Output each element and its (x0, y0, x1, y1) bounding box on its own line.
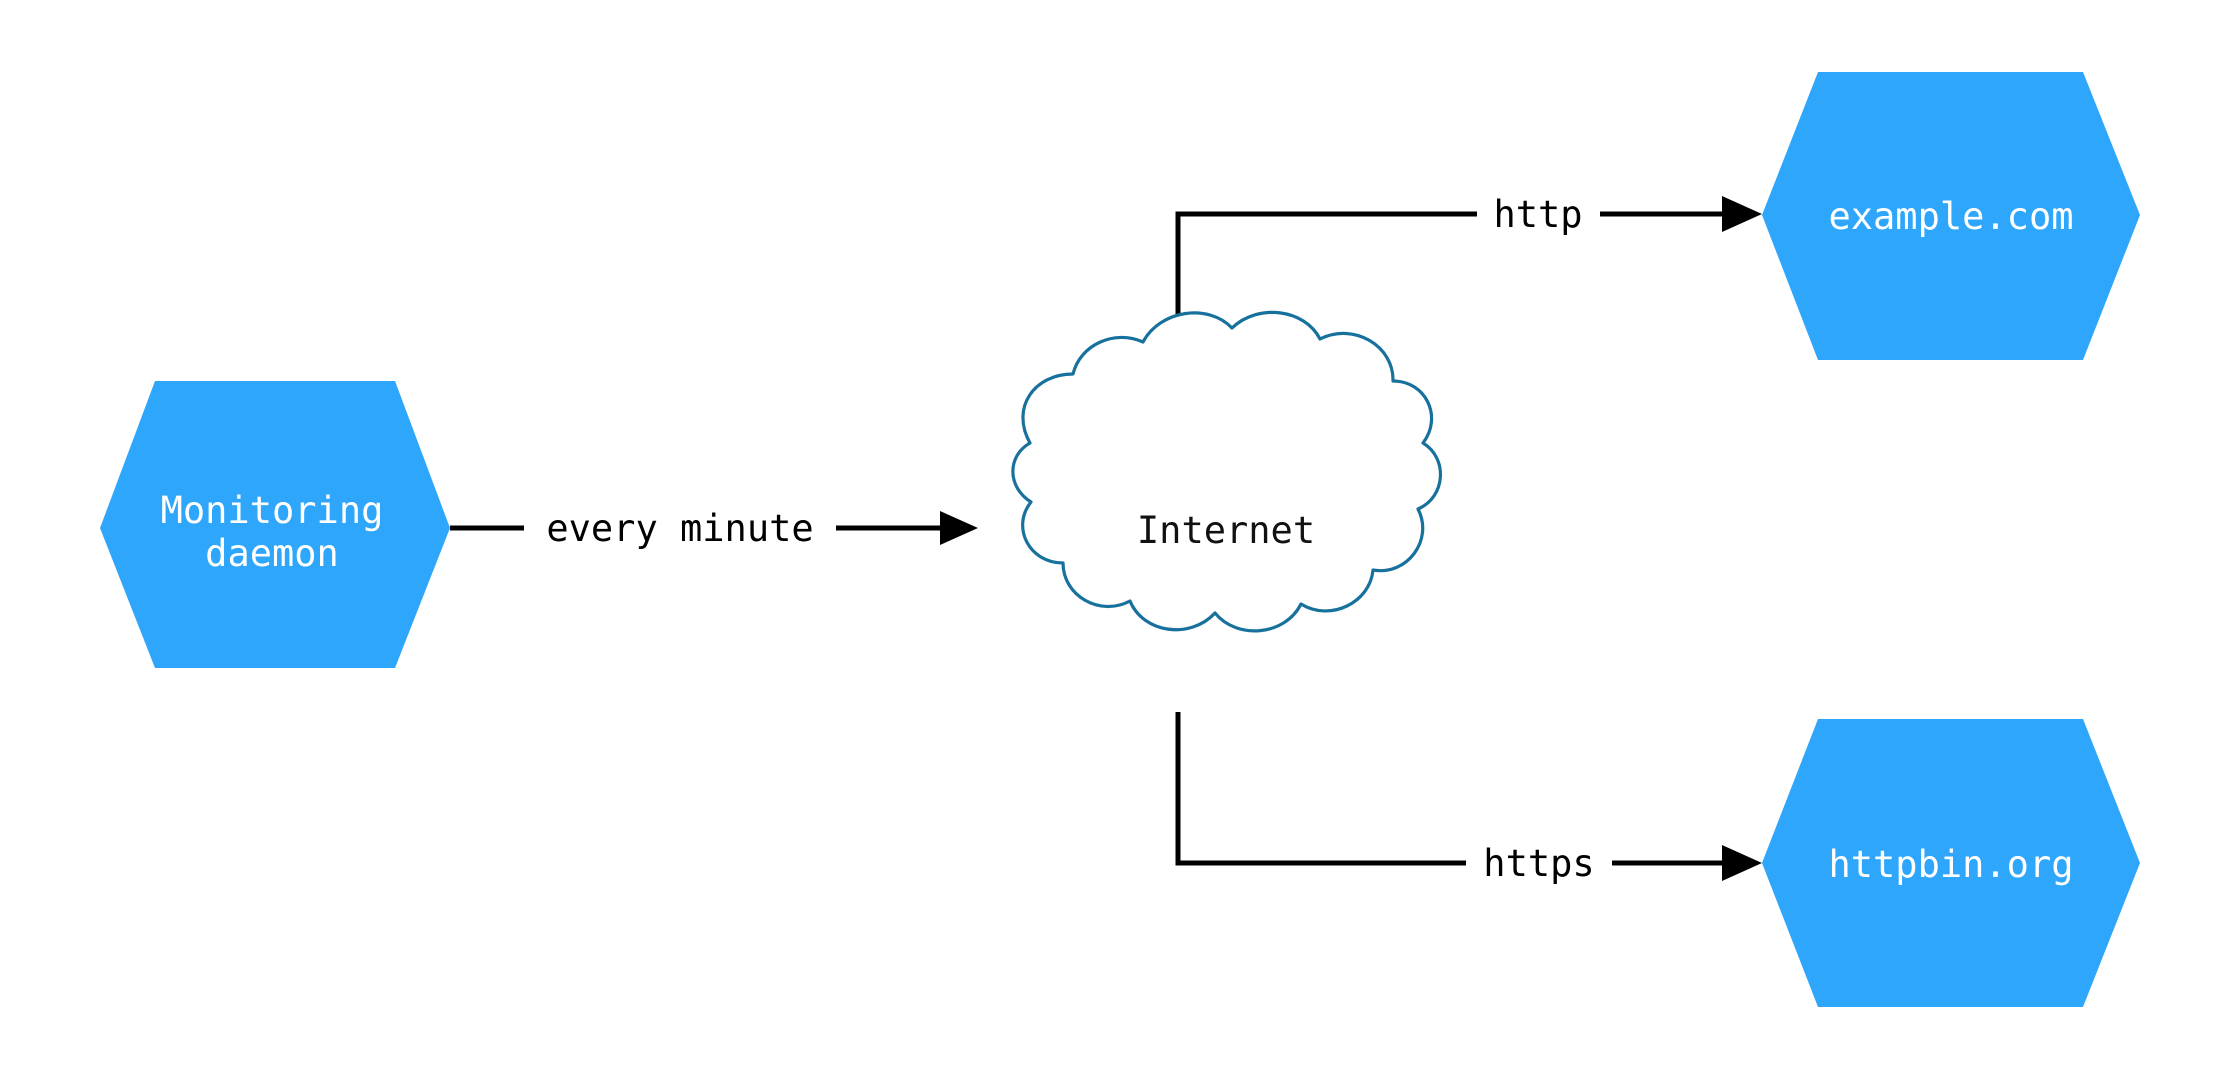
node-label-example-com: example.com (1828, 195, 2073, 238)
node-monitoring-daemon[interactable]: Monitoring daemon (100, 381, 450, 668)
arrow-head-icon (1722, 196, 1762, 232)
edge-label-http: http (1493, 193, 1582, 236)
node-label-internet: Internet (1137, 509, 1315, 552)
arrow-head-icon (940, 511, 978, 545)
node-example-com[interactable]: example.com (1762, 72, 2140, 360)
arrow-head-icon (1722, 845, 1762, 881)
node-internet[interactable]: Internet (1011, 310, 1442, 633)
node-label-httpbin-org: httpbin.org (1828, 843, 2073, 886)
edge-elbow-http-left (1175, 211, 1477, 333)
edge-internet-to-httpbin: https (1175, 712, 1762, 885)
node-label-line1: Monitoring (161, 489, 384, 532)
hexagon-shape[interactable] (1762, 72, 2140, 360)
edge-elbow-https-left (1175, 712, 1466, 866)
node-label-line2: daemon (205, 532, 339, 575)
edge-daemon-to-internet: every minute (450, 507, 978, 550)
cloud-shape[interactable] (1011, 310, 1442, 633)
edge-label-https: https (1483, 842, 1594, 885)
hexagon-shape[interactable] (1762, 719, 2140, 1007)
edge-label-every-minute: every minute (546, 507, 813, 550)
hexagon-shape[interactable] (100, 381, 450, 668)
edge-internet-to-example: http (1175, 193, 1762, 333)
node-httpbin-org[interactable]: httpbin.org (1762, 719, 2140, 1007)
